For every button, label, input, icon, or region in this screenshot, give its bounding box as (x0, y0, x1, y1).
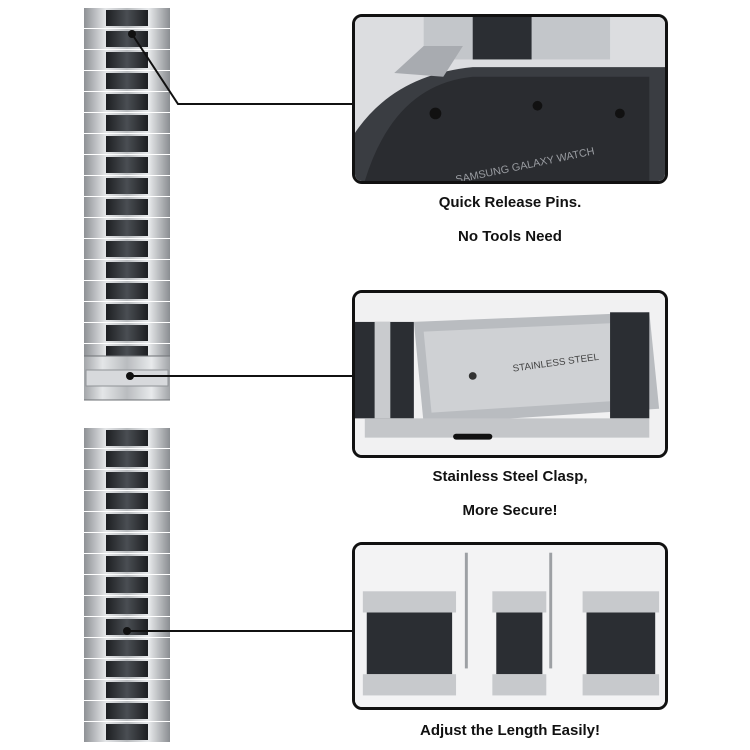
caption-line-2: No Tools Need (458, 228, 562, 245)
strap-link-center (106, 472, 148, 488)
strap-link-center (106, 10, 148, 26)
strap-link-center (106, 73, 148, 89)
caption-line-1: Quick Release Pins. (438, 194, 582, 211)
strap-link-center (106, 220, 148, 236)
caption-clasp: Stainless Steel Clasp, More Secure! (352, 460, 668, 528)
adjust-link-silver (492, 674, 547, 696)
adjust-link-silver (362, 674, 457, 696)
strap-link-center (106, 283, 148, 299)
strap-link-center (106, 451, 148, 467)
panel-quick-release-pins: SAMSUNG GALAXY WATCH (352, 14, 668, 184)
strap-link-center (106, 157, 148, 173)
strap-link-center (106, 262, 148, 278)
strap-link-center (106, 493, 148, 509)
adjust-link-black (496, 612, 543, 675)
adjust-link-silver (582, 591, 660, 613)
strap-link-center (106, 598, 148, 614)
panel-steel-clasp: STAINLESS STEEL (352, 290, 668, 458)
adjust-link-black (366, 612, 453, 675)
adjust-link-black (586, 612, 656, 675)
strap-link-center (106, 430, 148, 446)
adjust-link-silver (362, 591, 457, 613)
caption-line-2: More Secure! (462, 502, 558, 519)
strap-link-center (106, 556, 148, 572)
watch-strap-image (84, 8, 170, 742)
strap-link-center (106, 514, 148, 530)
strap-link-center (106, 115, 148, 131)
strap-link-center (106, 199, 148, 215)
caption-adjust: Adjust the Length Easily! (352, 714, 668, 748)
caption-line-1: Adjust the Length Easily! (419, 722, 600, 739)
strap-link-center (106, 703, 148, 719)
strap-link-center (106, 94, 148, 110)
strap-link-center (106, 724, 148, 740)
caption-quick-release: Quick Release Pins. No Tools Need (352, 186, 668, 254)
strap-link-center (106, 52, 148, 68)
leader-lines (123, 30, 352, 635)
caption-line-1: Stainless Steel Clasp, (432, 468, 588, 485)
strap-link-center (106, 178, 148, 194)
adjust-link-silver (582, 674, 660, 696)
strap-link-center (106, 535, 148, 551)
adjust-link-silver (492, 591, 547, 613)
strap-link-center (106, 661, 148, 677)
strap-link-center (106, 682, 148, 698)
strap-link-center (106, 640, 148, 656)
panel-adjust-length (352, 542, 668, 710)
strap-link-center (106, 325, 148, 341)
strap-link-center (106, 577, 148, 593)
strap-link-center (106, 241, 148, 257)
strap-link-center (106, 136, 148, 152)
strap-link-center (106, 304, 148, 320)
